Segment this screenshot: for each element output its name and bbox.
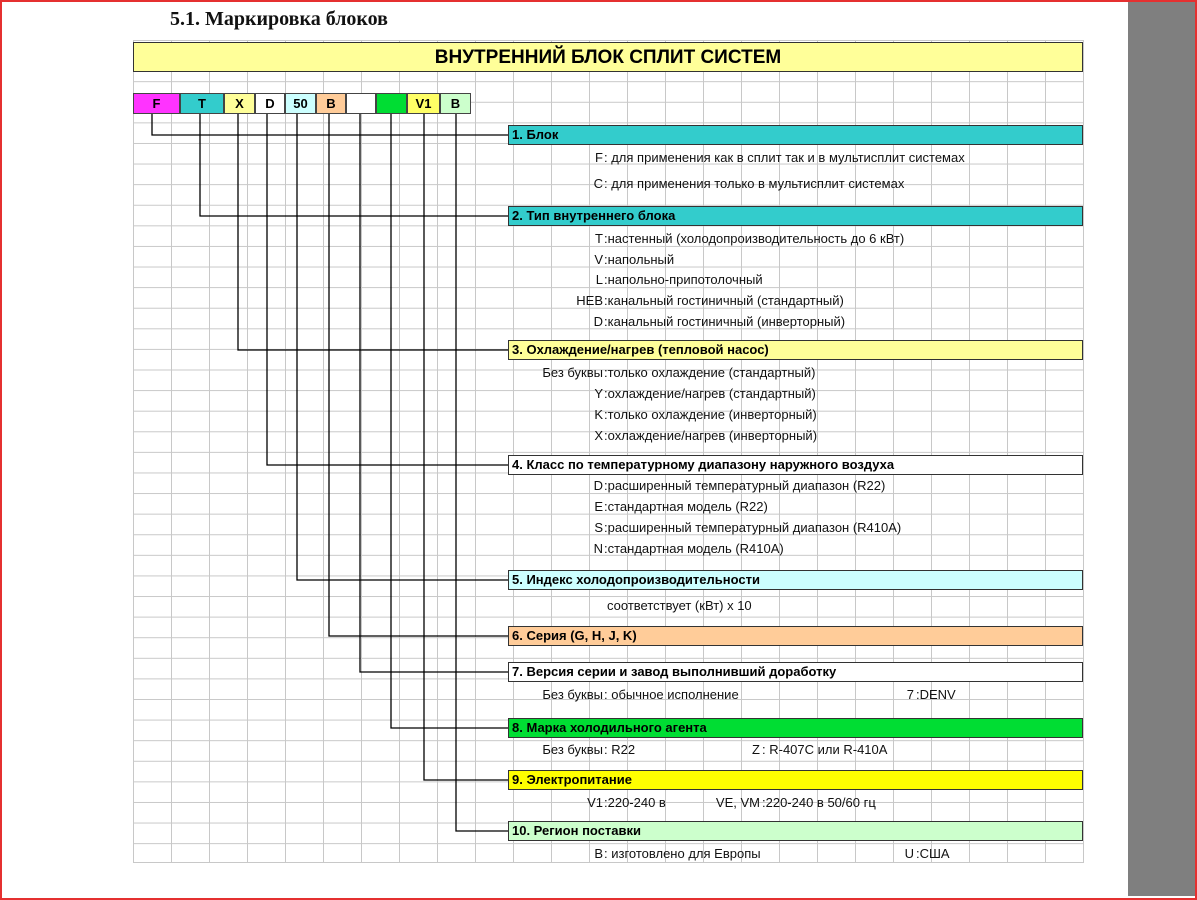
section-header-8: 8. Марка холодильного агента (508, 718, 1083, 738)
section-header-6: 6. Серия (G, H, J, K) (508, 626, 1083, 646)
row-text: : R22 (604, 742, 636, 757)
connector-line-8 (390, 114, 508, 729)
row-key: K (594, 407, 603, 422)
row-key: L (595, 272, 603, 287)
row-key: N (593, 541, 603, 556)
row-key: D (593, 314, 603, 329)
row-text-2: :США (916, 846, 950, 861)
row-text: : изготовлено для Европы (604, 846, 761, 861)
row-text: : для применения только в мультисплит си… (604, 176, 905, 191)
connector-line-2 (199, 114, 508, 217)
row-key: S (594, 520, 603, 535)
section-header-9: 9. Электропитание (508, 770, 1083, 790)
row-text: :220-240 в (604, 795, 666, 810)
row-text: :расширенный температурный диапазон (R41… (604, 520, 902, 535)
row-key: B (594, 846, 603, 861)
row-key-2: U (904, 846, 914, 861)
row-key: C (593, 176, 603, 191)
row-key: F (595, 150, 603, 165)
row-text: :канальный гостиничный (инверторный) (604, 314, 846, 329)
row-text-2: : R-407C или R-410A (762, 742, 888, 757)
section-header-1: 1. Блок (508, 125, 1083, 145)
code-box-7 (346, 93, 376, 114)
code-box-4: D (255, 93, 285, 114)
row-key: D (593, 478, 603, 493)
row-text: :расширенный температурный диапазон (R22… (604, 478, 886, 493)
row-text: :напольно-припотолочный (604, 272, 763, 287)
section-header-10: 10. Регион поставки (508, 821, 1083, 841)
row-text: :стандартная модель (R22) (604, 499, 768, 514)
row-text: соответствует (кВт) х 10 (607, 598, 752, 613)
connector-line-7 (359, 114, 508, 673)
row-key-2: VE, VM (715, 795, 760, 810)
section-header-2: 2. Тип внутреннего блока (508, 206, 1083, 226)
row-text: : для применения как в сплит так и в мул… (604, 150, 965, 165)
code-box-10: B (440, 93, 471, 114)
row-text: :настенный (холодопроизводительность до … (604, 231, 905, 246)
connector-line-10 (455, 114, 508, 832)
code-box-6: B (316, 93, 346, 114)
section-header-5: 5. Индекс холодопроизводительности (508, 570, 1083, 590)
code-box-5: 50 (285, 93, 316, 114)
code-box-2: T (180, 93, 224, 114)
connector-line-1 (151, 114, 508, 136)
row-key-2: Z (752, 742, 760, 757)
row-text: :охлаждение/нагрев (инверторный) (604, 428, 818, 443)
row-key: Без буквы (542, 365, 603, 380)
row-key: V (594, 252, 603, 267)
connector-line-9 (423, 114, 508, 781)
row-key: Без буквы (542, 742, 603, 757)
connector-line-5 (296, 114, 508, 581)
row-text: : обычное исполнение (604, 687, 739, 702)
banner-title: ВНУТРЕННИЙ БЛОК СПЛИТ СИСТЕМ (133, 42, 1083, 72)
section-header-4: 4. Класс по температурному диапазону нар… (508, 455, 1083, 475)
connector-line-6 (328, 114, 508, 637)
row-key: E (594, 499, 603, 514)
row-text-2: :DENV (916, 687, 956, 702)
code-box-9: V1 (407, 93, 440, 114)
page-heading: 5.1. Маркировка блоков (170, 8, 388, 30)
row-key-2: 7 (906, 687, 914, 702)
row-key: T (595, 231, 603, 246)
code-box-8 (376, 93, 407, 114)
row-text-2: :220-240 в 50/60 гц (762, 795, 876, 810)
code-box-1: F (133, 93, 180, 114)
row-key: X (594, 428, 603, 443)
section-header-7: 7. Версия серии и завод выполнивший дора… (508, 662, 1083, 682)
row-key: HEB (576, 293, 603, 308)
section-header-3: 3. Охлаждение/нагрев (тепловой насос) (508, 340, 1083, 360)
row-text: :напольный (604, 252, 675, 267)
connector-line-3 (237, 114, 508, 351)
row-key: Y (594, 386, 603, 401)
code-box-3: X (224, 93, 255, 114)
connector-line-4 (266, 114, 508, 466)
row-text: :только охлаждение (инверторный) (604, 407, 817, 422)
row-text: :канальный гостиничный (стандартный) (604, 293, 844, 308)
row-text: :стандартная модель (R410A) (604, 541, 784, 556)
row-text: :только охлаждение (стандартный) (604, 365, 816, 380)
row-key: V1 (587, 795, 603, 810)
row-text: :охлаждение/нагрев (стандартный) (604, 386, 816, 401)
right-scroll-area (1128, 2, 1195, 896)
row-key: Без буквы (542, 687, 603, 702)
